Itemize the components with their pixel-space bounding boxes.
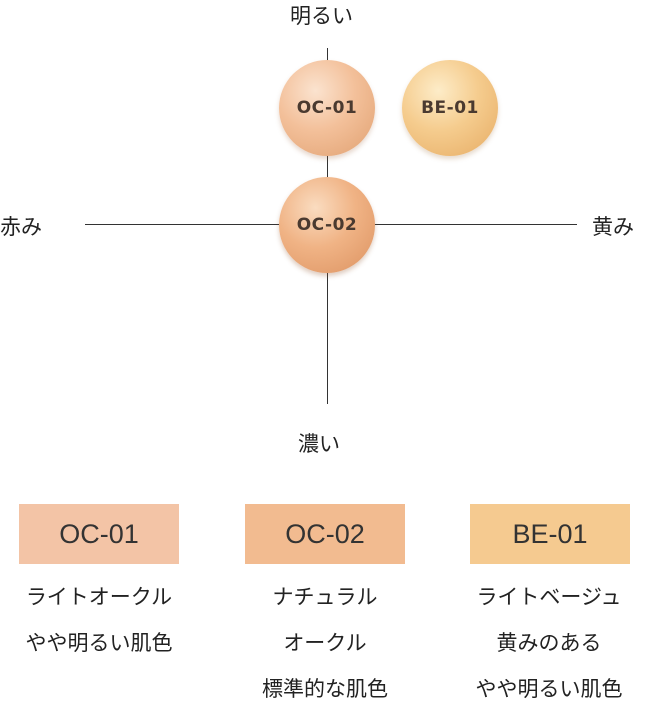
ball-be01: BE-01 bbox=[402, 60, 498, 156]
ball-label: OC-01 bbox=[296, 98, 358, 118]
axis-label-bottom: 濃い bbox=[298, 432, 340, 456]
description-oc01: ライトオークル やや明るい肌色 bbox=[0, 574, 204, 666]
description-be01: ライトベージュ 黄みのある やや明るい肌色 bbox=[444, 574, 648, 712]
swatch-oc01: OC-01 bbox=[19, 504, 179, 564]
swatch-label: BE-01 bbox=[512, 518, 588, 549]
description-oc02: ナチュラル オークル 標準的な肌色 bbox=[220, 574, 430, 712]
ball-oc02: OC-02 bbox=[279, 177, 375, 273]
axis-label-left: 赤み bbox=[0, 215, 42, 239]
description-line: やや明るい肌色 bbox=[475, 677, 623, 701]
description-line: やや明るい肌色 bbox=[25, 631, 173, 655]
description-line: 黄みのある bbox=[496, 631, 602, 655]
swatch-label: OC-02 bbox=[285, 518, 365, 549]
axis-label-top: 明るい bbox=[290, 4, 353, 28]
axis-label-right: 黄み bbox=[592, 215, 634, 239]
swatch-oc02: OC-02 bbox=[245, 504, 405, 564]
description-line: 標準的な肌色 bbox=[262, 677, 388, 701]
ball-oc01: OC-01 bbox=[279, 60, 375, 156]
description-line: ナチュラル bbox=[272, 585, 378, 609]
description-line: ライトベージュ bbox=[476, 585, 622, 609]
ball-label: OC-02 bbox=[296, 215, 358, 235]
swatch-be01: BE-01 bbox=[470, 504, 630, 564]
ball-label: BE-01 bbox=[421, 98, 479, 118]
description-line: オークル bbox=[283, 631, 367, 655]
description-line: ライトオークル bbox=[25, 585, 173, 609]
swatch-label: OC-01 bbox=[59, 518, 139, 549]
